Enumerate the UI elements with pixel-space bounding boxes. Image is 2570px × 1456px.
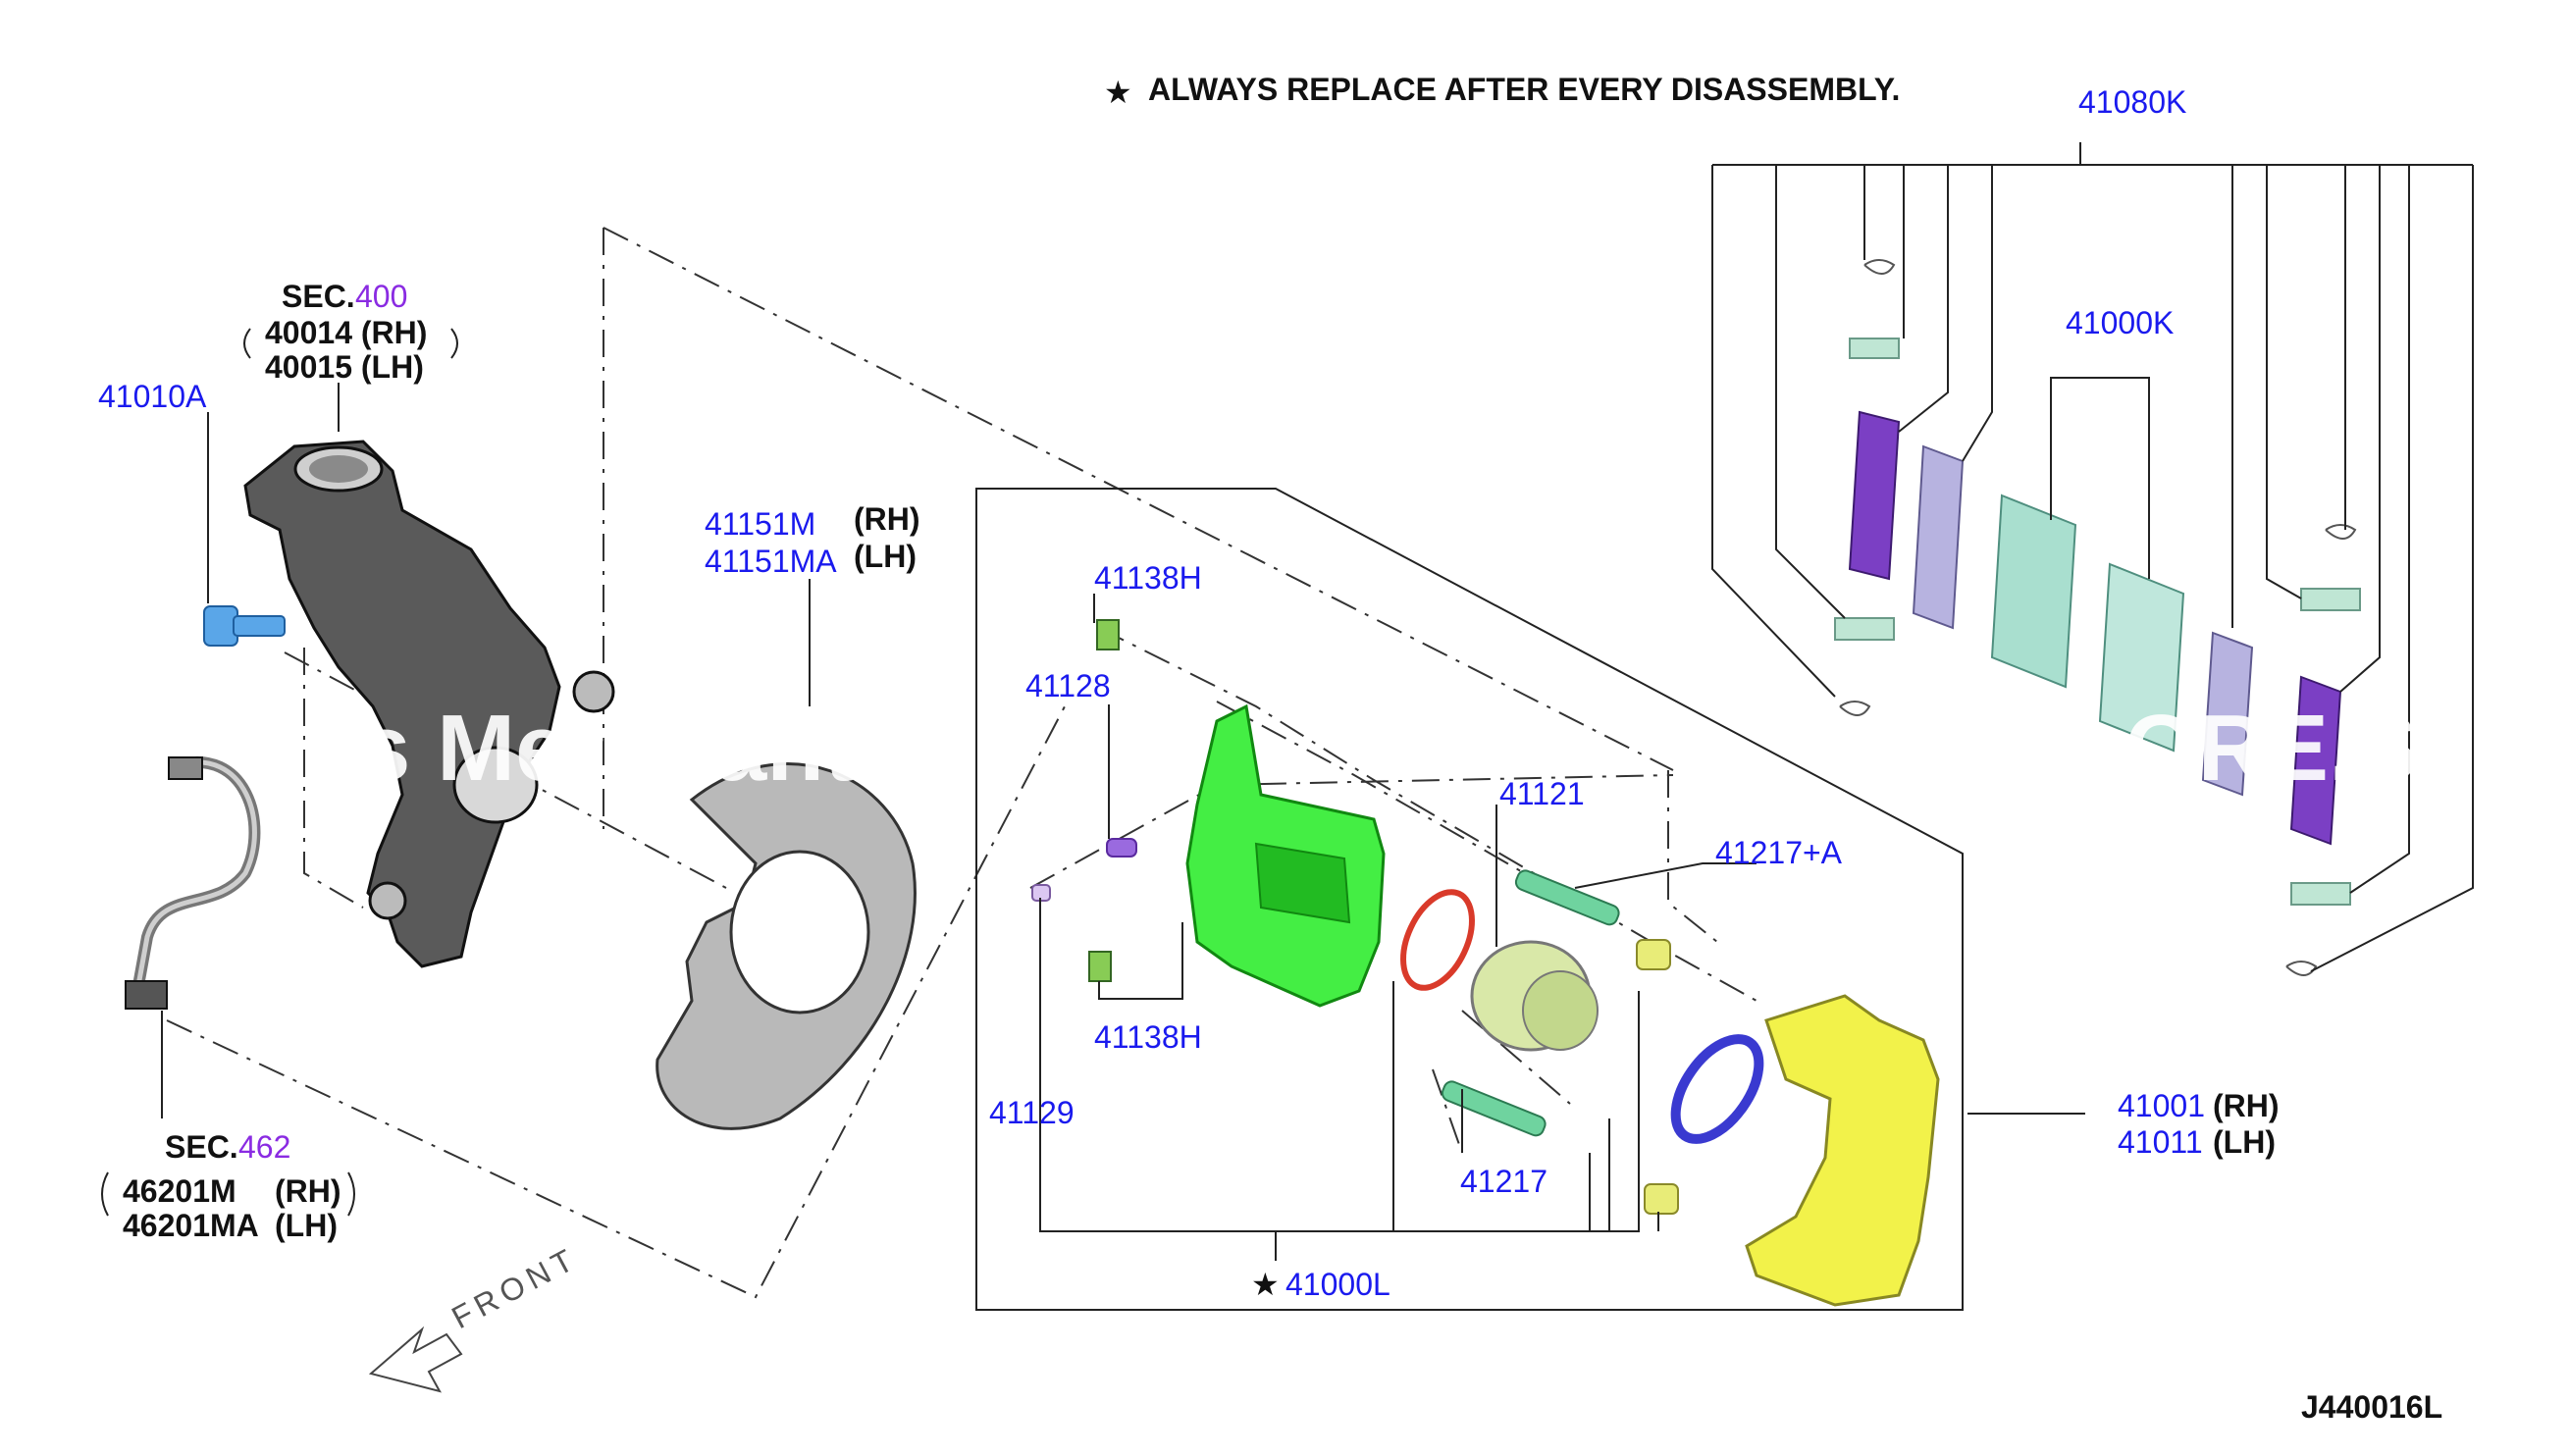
pin-boot-upper[interactable]	[1636, 939, 1671, 970]
notice-star: ★	[1104, 75, 1132, 110]
brake-hose[interactable]	[125, 756, 261, 1010]
caliper-support-bracket[interactable]	[1745, 994, 1940, 1307]
label-sec400-prefix: SEC.	[282, 279, 355, 314]
label-41151M-rh: (RH)	[854, 501, 920, 537]
label-41080K[interactable]: 41080K	[2078, 84, 2186, 120]
piston-boot[interactable]	[1659, 1024, 1776, 1154]
caliper-guide-bolt[interactable]	[1088, 951, 1112, 982]
brake-pad-kit[interactable]	[1848, 410, 2342, 846]
caliper-bleeder-screw[interactable]	[1096, 619, 1120, 650]
label-41011[interactable]: 41011	[2118, 1124, 2203, 1160]
diagram-id: J440016L	[2301, 1389, 2442, 1425]
notice-text: ALWAYS REPLACE AFTER EVERY DISASSEMBLY.	[1148, 72, 1900, 107]
label-41129[interactable]: 41129	[989, 1095, 1075, 1130]
label-41001-rh: (RH)	[2213, 1088, 2280, 1123]
label-41217[interactable]: 41217	[1460, 1164, 1547, 1199]
dust-shield[interactable]	[656, 762, 917, 1130]
brake-caliper[interactable]	[1185, 703, 1386, 1008]
front-arrow: FRONT	[368, 1240, 584, 1393]
pad-wear-sensors[interactable]	[1839, 259, 2357, 976]
piston-seal[interactable]	[1390, 881, 1486, 999]
label-41151MA[interactable]: 41151MA	[705, 544, 837, 579]
sliding-pin-lower[interactable]	[1441, 1079, 1547, 1138]
label-sec462-num[interactable]: 462	[238, 1129, 290, 1165]
sliding-pin-upper[interactable]	[1514, 868, 1621, 927]
label-41121[interactable]: 41121	[1499, 776, 1585, 811]
label-41000K[interactable]: 41000K	[2066, 305, 2174, 340]
label-41010A[interactable]: 41010A	[98, 379, 207, 414]
label-46201M[interactable]: 46201M	[123, 1173, 236, 1209]
label-46201M-rh: (RH)	[275, 1173, 341, 1209]
front-label: FRONT	[446, 1240, 584, 1336]
bleeder-cap[interactable]	[1106, 838, 1137, 858]
label-41011-lh: (LH)	[2213, 1124, 2276, 1160]
watermark-right: ORE.S	[2124, 696, 2418, 801]
label-41000L-star: ★	[1251, 1267, 1280, 1302]
caliper-piston[interactable]	[1470, 940, 1599, 1052]
label-41138H-top[interactable]: 41138H	[1094, 560, 1202, 596]
pad-clips[interactable]	[1834, 338, 2361, 906]
label-41128[interactable]: 41128	[1025, 668, 1111, 703]
steering-knuckle[interactable]	[243, 440, 615, 968]
label-41138H-bottom[interactable]: 41138H	[1094, 1019, 1202, 1055]
label-41000L[interactable]: 41000L	[1285, 1267, 1390, 1302]
label-sec400-num[interactable]: 400	[355, 279, 407, 314]
watermark-left: s Merchant A	[358, 696, 946, 801]
label-40014[interactable]: 40014 (RH)	[265, 315, 427, 350]
label-41001[interactable]: 41001	[2118, 1088, 2205, 1123]
label-46201MA[interactable]: 46201MA	[123, 1208, 259, 1243]
pin-boot-lower[interactable]	[1644, 1183, 1679, 1215]
label-sec462-prefix: SEC.	[165, 1129, 238, 1165]
caliper-assembly-box	[975, 488, 1964, 1311]
label-41151M[interactable]: 41151M	[705, 506, 815, 542]
label-41217A[interactable]: 41217+A	[1715, 835, 1843, 870]
leader-lines	[101, 142, 2474, 1261]
label-46201MA-lh: (LH)	[275, 1208, 338, 1243]
label-40015[interactable]: 40015 (LH)	[265, 349, 424, 385]
label-41151MA-lh: (LH)	[854, 539, 917, 574]
knuckle-bolt[interactable]	[203, 605, 286, 647]
